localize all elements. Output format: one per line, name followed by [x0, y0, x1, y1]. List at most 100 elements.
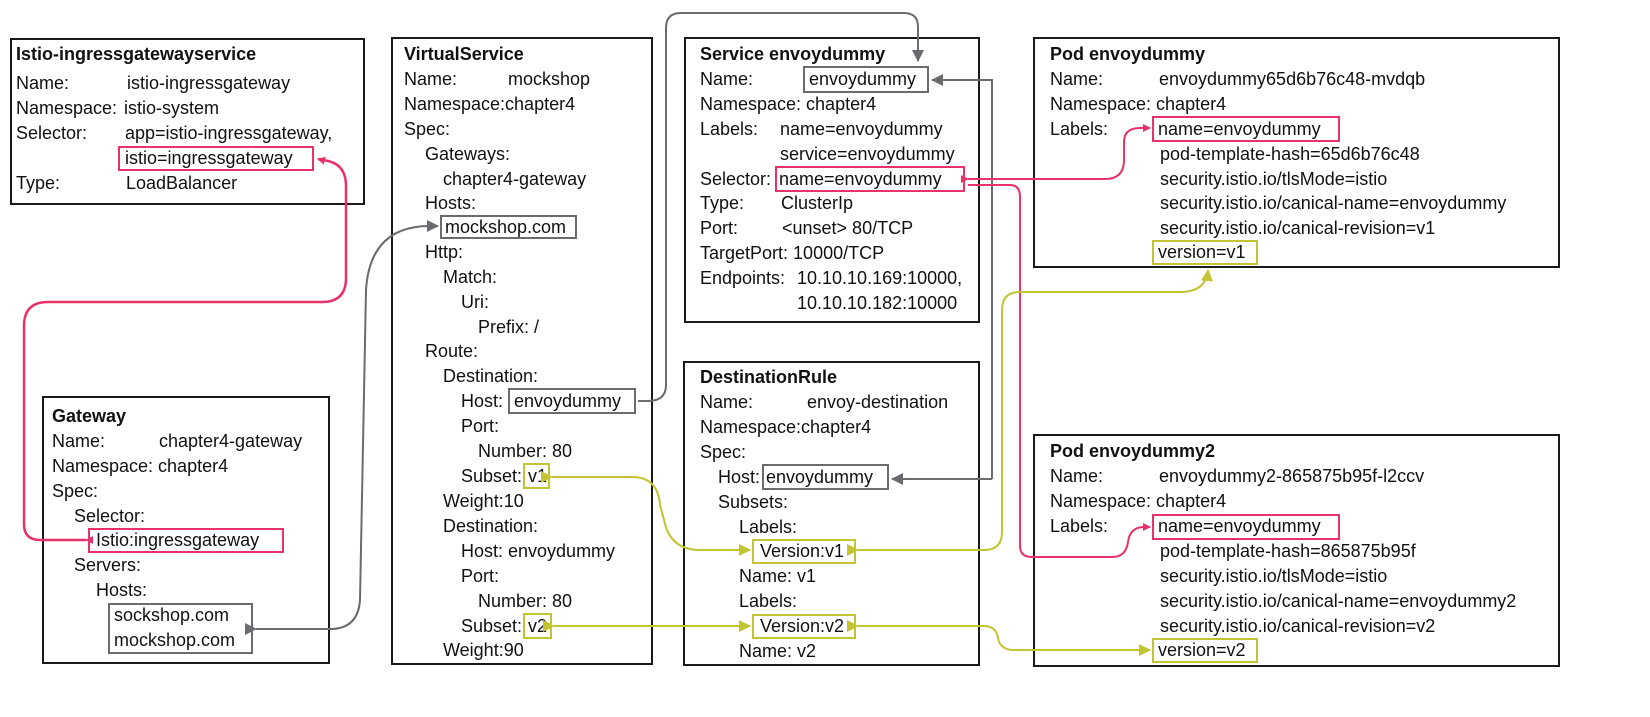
pod1-label-canical-revision: security.istio.io/canical-revision=v1 — [1160, 218, 1436, 238]
vs-dest1-port: Port: — [461, 416, 500, 436]
vs-spec: Spec: — [404, 119, 451, 139]
svc-name-key: Name: — [700, 69, 754, 89]
ingress-selector-key: Selector: — [16, 123, 88, 143]
dr-subset1-name: Name: v1 — [739, 566, 817, 586]
vs-dest1-subset-key: Subset: — [461, 466, 523, 486]
vs-hosts-key: Hosts: — [425, 193, 477, 213]
svc-endpoint-1: 10.10.10.169:10000, — [797, 268, 963, 288]
pod2-label-canical-name: security.istio.io/canical-name=envoydumm… — [1160, 591, 1517, 611]
dr-namespace: Namespace:chapter4 — [700, 417, 872, 437]
dr-host-key: Host: — [718, 467, 761, 487]
svc-type-key: Type: — [700, 193, 745, 213]
vs-match: Match: — [443, 267, 498, 287]
pod2-version-highlight — [1152, 638, 1258, 663]
gateway-host-mockshop: mockshop.com — [114, 630, 236, 650]
vs-host-highlight — [440, 215, 577, 239]
pod1-label-name-highlight — [1152, 116, 1340, 142]
gateway-namespace: Namespace: chapter4 — [52, 456, 229, 476]
vs-dest1-subset-value: v1 — [528, 466, 548, 486]
gateway-selector-value: Istio:ingressgateway — [96, 530, 260, 550]
svc-label-name: name=envoydummy — [780, 119, 943, 139]
pod1-title: Pod envoydummy — [1050, 44, 1206, 64]
vs-weight-1: Weight:10 — [443, 491, 524, 511]
pod1-version-highlight — [1152, 240, 1258, 265]
pod1-namespace: Namespace: chapter4 — [1050, 94, 1227, 114]
vs-route: Route: — [425, 341, 479, 361]
ingress-name-key: Name: — [16, 73, 70, 93]
dr-subsets: Subsets: — [718, 492, 789, 512]
svc-label-service: service=envoydummy — [780, 144, 955, 164]
pod1-label-version: version=v1 — [1158, 242, 1246, 262]
pod2-label-version: version=v2 — [1158, 640, 1246, 660]
vs-dest2-subset-key: Subset: — [461, 616, 523, 636]
pod1-label-canical-name: security.istio.io/canical-name=envoydumm… — [1160, 193, 1507, 213]
svc-endpoints-key: Endpoints: — [700, 268, 786, 288]
gateway-hosts-key: Hosts: — [96, 580, 148, 600]
svc-labels-key: Labels: — [700, 119, 759, 139]
svc-selector-value: name=envoydummy — [779, 169, 942, 189]
svc-targetport: TargetPort: 10000/TCP — [700, 243, 885, 263]
pod1-labels-key: Labels: — [1050, 119, 1109, 139]
vs-uri: Uri: — [461, 292, 489, 312]
dr-subset2-labels: Labels: — [739, 591, 798, 611]
pod1-label-tls: security.istio.io/tlsMode=istio — [1160, 169, 1388, 189]
svc-selector-key: Selector: — [700, 169, 772, 189]
vs-destination-2: Destination: — [443, 516, 539, 536]
vs-prefix: Prefix: / — [478, 317, 540, 337]
svc-port-value: <unset> 80/TCP — [782, 218, 914, 238]
ingress-type-key: Type: — [16, 173, 61, 193]
destinationrule-title: DestinationRule — [700, 367, 838, 387]
vs-host-value: mockshop.com — [445, 217, 567, 237]
dr-subset1-labels: Labels: — [739, 517, 798, 537]
vs-gateways-key: Gateways: — [425, 144, 511, 164]
svc-endpoint-2: 10.10.10.182:10000 — [797, 293, 958, 313]
svc-type-value: ClusterIp — [781, 193, 854, 213]
dr-name-key: Name: — [700, 392, 754, 412]
vs-weight-2: Weight:90 — [443, 640, 524, 660]
vs-http: Http: — [425, 242, 464, 262]
pod1-label-hash: pod-template-hash=65d6b76c48 — [1160, 144, 1420, 164]
gateway-servers: Servers: — [74, 555, 142, 575]
pod2-labels-key: Labels: — [1050, 516, 1109, 536]
vs-dest2-number: Number: 80 — [478, 591, 573, 611]
ingress-type-value: LoadBalancer — [126, 173, 238, 193]
ingress-namespace-key: Namespace: — [16, 98, 118, 118]
gateway-name-value: chapter4-gateway — [159, 431, 303, 451]
service-title: Service envoydummy — [700, 44, 886, 64]
ingress-service-title: Istio-ingressgatewayservice — [16, 44, 257, 64]
vs-dest1-host-key: Host: — [461, 391, 504, 411]
ingress-selector-value-1: app=istio-ingressgateway, — [125, 123, 333, 143]
vs-destination-1: Destination: — [443, 366, 539, 386]
dr-version1: Version:v1 — [760, 541, 845, 561]
ingress-name-value: istio-ingressgateway — [127, 73, 291, 93]
dr-name-value: envoy-destination — [807, 392, 949, 412]
pod2-namespace: Namespace: chapter4 — [1050, 491, 1227, 511]
gateway-title: Gateway — [52, 406, 127, 426]
ingress-selector-value-2: istio=ingressgateway — [125, 148, 293, 168]
vs-dest1-host-highlight — [508, 388, 636, 414]
svc-namespace: Namespace: chapter4 — [700, 94, 877, 114]
pod2-label-name: name=envoydummy — [1158, 516, 1321, 536]
gateway-spec: Spec: — [52, 481, 99, 501]
ingress-namespace-value: istio-system — [124, 98, 220, 118]
vs-name-key: Name: — [404, 69, 458, 89]
pod2-name-key: Name: — [1050, 466, 1104, 486]
vs-namespace: Namespace:chapter4 — [404, 94, 576, 114]
gateway-name-key: Name: — [52, 431, 106, 451]
dr-version2: Version:v2 — [760, 616, 845, 636]
vs-gateway-value: chapter4-gateway — [443, 169, 587, 189]
vs-name-value: mockshop — [508, 69, 591, 89]
vs-dest2-host: Host: envoydummy — [461, 541, 616, 561]
dr-subset2-name: Name: v2 — [739, 641, 817, 661]
pod1-name-value: envoydummy65d6b76c48-mvdqb — [1159, 69, 1426, 89]
virtualservice-title: VirtualService — [404, 44, 524, 64]
dr-spec: Spec: — [700, 442, 747, 462]
pod2-label-hash: pod-template-hash=865875b95f — [1160, 541, 1416, 561]
pod2-title: Pod envoydummy2 — [1050, 441, 1216, 461]
svc-port-key: Port: — [700, 218, 739, 238]
pod1-name-key: Name: — [1050, 69, 1104, 89]
gateway-selector-key: Selector: — [74, 506, 146, 526]
pod1-label-name: name=envoydummy — [1158, 119, 1321, 139]
svc-name-value: envoydummy — [809, 69, 917, 89]
